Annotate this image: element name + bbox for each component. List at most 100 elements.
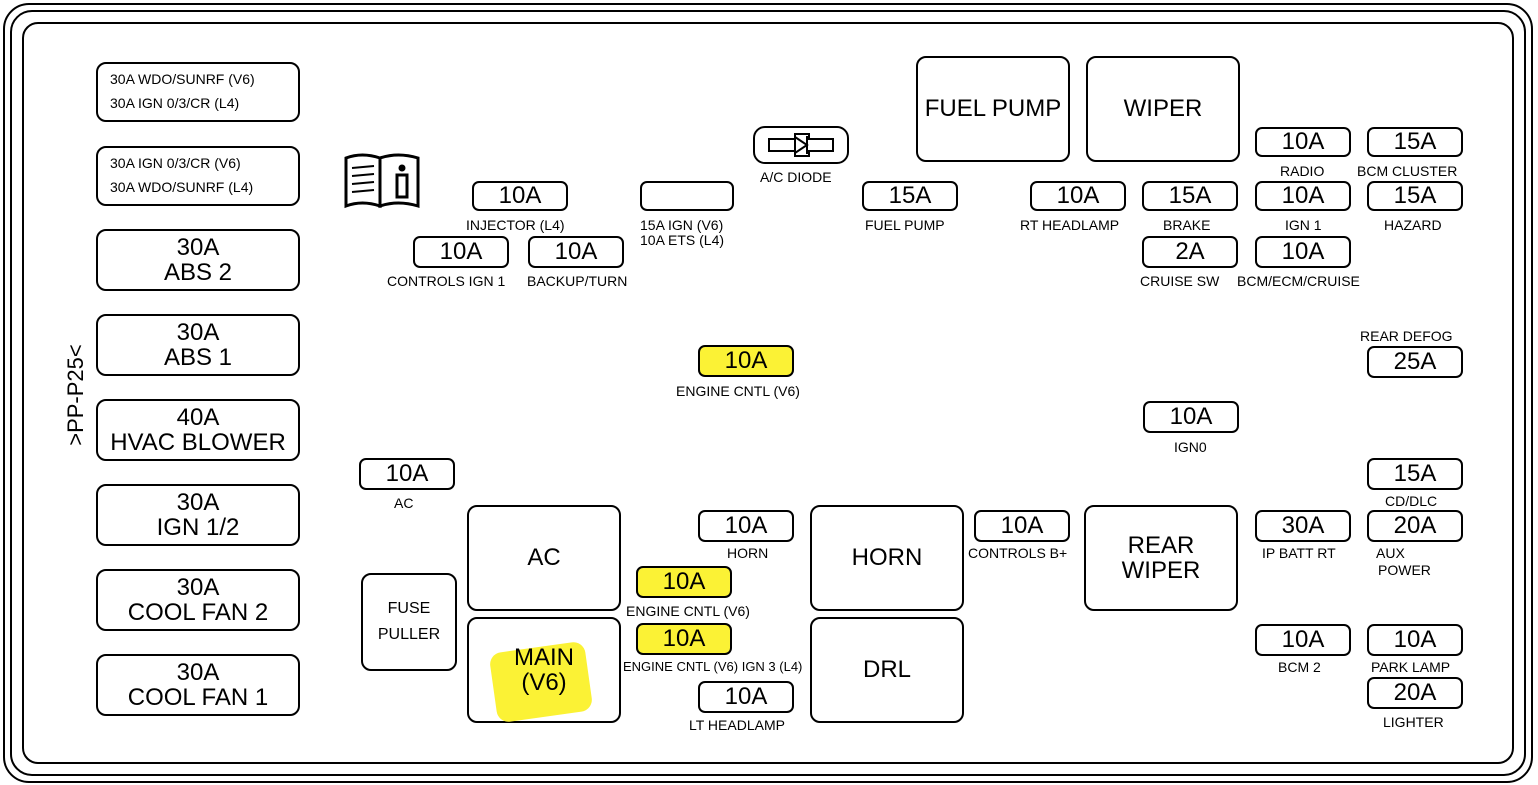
fuse-radio: 10A <box>1255 127 1351 157</box>
fuse-puller-line2: PULLER <box>377 626 441 643</box>
fuse-cd-dlc-rating: 15A <box>1393 460 1437 487</box>
left-fuse-hvac: 40A HVAC BLOWER <box>96 399 300 461</box>
relay-fuel-pump-label: FUEL PUMP <box>924 95 1062 123</box>
relay-wiper-label: WIPER <box>1123 95 1203 123</box>
fuse-ign0: 10A <box>1143 401 1239 433</box>
fuse-injector-rating: 10A <box>498 182 542 209</box>
fuse-bcm-cluster: 15A <box>1367 127 1463 157</box>
relay-wiper: WIPER <box>1086 56 1240 162</box>
left-fuse-abs2-rating: 30A <box>176 233 220 261</box>
fuse-ac-rating: 10A <box>385 460 429 487</box>
fuse-hazard: 15A <box>1367 181 1463 211</box>
fuse-lt-headlamp-rating: 10A <box>724 683 768 710</box>
fuse-radio-rating: 10A <box>1281 128 1325 155</box>
left-fuse-2-line1: 30A IGN 0/3/CR (V6) <box>110 155 241 172</box>
fuse-injector: 10A <box>472 181 568 211</box>
relay-main-line2: (V6) <box>521 669 567 696</box>
fuse-brake: 15A <box>1142 181 1238 211</box>
fuse-aux-power-rating: 20A <box>1393 512 1437 539</box>
middle-frame <box>10 10 1526 776</box>
fuse-fuel-pump-rating: 15A <box>888 182 932 209</box>
left-fuse-1-line2: 30A IGN 0/3/CR (L4) <box>110 95 240 111</box>
fuse-engine-cntl-low: 10A <box>636 566 732 598</box>
fuse-ac-label: AC <box>394 495 414 511</box>
left-fuse-coolfan1-rating: 30A <box>176 658 220 686</box>
fuse-brake-label: BRAKE <box>1163 217 1211 233</box>
fuse-engine-cntl-ign3-rating: 10A <box>662 625 706 652</box>
fuse-lt-headlamp-label: LT HEADLAMP <box>689 717 785 733</box>
fuse-engine-cntl-mid-label: ENGINE CNTL (V6) <box>676 383 800 399</box>
fuse-controls-bplus: 10A <box>974 510 1070 542</box>
fuse-horn: 10A <box>698 510 794 542</box>
fuse-engine-cntl-mid-rating: 10A <box>724 347 768 374</box>
fuse-controls-ign1-label: CONTROLS IGN 1 <box>387 273 506 289</box>
fuse-lighter-rating: 20A <box>1393 679 1437 706</box>
fuse-bcm-ecm-cruise-rating: 10A <box>1281 238 1325 265</box>
side-part-label: >PP-P25< <box>63 344 88 446</box>
inner-frame <box>22 22 1514 764</box>
fuse-aux-power-label-2: POWER <box>1378 562 1431 578</box>
fuse-puller-line1: FUSE <box>387 600 431 618</box>
left-fuse-coolfan2-label: COOL FAN 2 <box>127 599 269 626</box>
relay-rear-wiper: REAR WIPER <box>1084 505 1238 611</box>
left-fuse-abs2: 30A ABS 2 <box>96 229 300 291</box>
fuse-cruise-sw-label: CRUISE SW <box>1140 273 1220 289</box>
fuse-bcm-cluster-rating: 15A <box>1393 128 1437 155</box>
left-fuse-ign12-label: IGN 1/2 <box>156 514 240 541</box>
fuse-controls-ign1: 10A <box>413 236 509 268</box>
left-fuse-coolfan2: 30A COOL FAN 2 <box>96 569 300 631</box>
fuse-ip-batt-rt: 30A <box>1255 510 1351 542</box>
fuse-horn-label: HORN <box>727 545 769 561</box>
left-fuse-2-line2: 30A WDO/SUNRF (L4) <box>110 179 254 195</box>
left-fuse-abs1: 30A ABS 1 <box>96 314 300 376</box>
fuse-lighter: 20A <box>1367 677 1463 709</box>
left-fuse-ign12: 30A IGN 1/2 <box>96 484 300 546</box>
spare-slot-label-1: 15A IGN (V6) <box>640 217 724 233</box>
fuse-controls-bplus-label: CONTROLS B+ <box>968 545 1068 561</box>
fuse-bcm2: 10A <box>1255 624 1351 656</box>
relay-ac: AC <box>467 505 621 611</box>
left-fuse-1-line1: 30A WDO/SUNRF (V6) <box>110 71 255 88</box>
fuse-ip-batt-rt-label: IP BATT RT <box>1262 545 1336 561</box>
left-fuse-hvac-rating: 40A <box>176 403 220 431</box>
fuse-cruise-sw: 2A <box>1142 236 1238 268</box>
fuse-engine-cntl-low-label: ENGINE CNTL (V6) <box>626 603 750 619</box>
relay-ac-label: AC <box>527 544 561 572</box>
left-fuse-1: 30A WDO/SUNRF (V6) 30A IGN 0/3/CR (L4) <box>96 62 300 122</box>
fuse-puller: FUSE PULLER <box>361 573 457 671</box>
fuse-ign1-rating: 10A <box>1281 182 1325 209</box>
spare-slot-label-2: 10A ETS (L4) <box>640 232 725 248</box>
fuse-engine-cntl-low-rating: 10A <box>662 568 706 595</box>
fuse-cruise-sw-rating: 2A <box>1175 238 1205 265</box>
ac-diode-label: A/C DIODE <box>760 169 832 185</box>
relay-main: MAIN (V6) <box>467 617 621 724</box>
relay-fuel-pump: FUEL PUMP <box>916 56 1070 162</box>
relay-rear-wiper-line2: WIPER <box>1121 557 1201 584</box>
fuse-lighter-label: LIGHTER <box>1383 714 1444 730</box>
relay-rear-wiper-line1: REAR <box>1127 531 1195 559</box>
fuse-bcm2-label: BCM 2 <box>1278 659 1321 675</box>
left-fuse-hvac-label: HVAC BLOWER <box>110 429 286 456</box>
fuse-lt-headlamp: 10A <box>698 681 794 713</box>
fuse-hazard-rating: 15A <box>1393 182 1437 209</box>
fuse-injector-label: INJECTOR (L4) <box>466 217 565 233</box>
fuse-rear-defog-rating: 25A <box>1393 348 1437 375</box>
fuse-backup-turn-label: BACKUP/TURN <box>527 273 628 289</box>
fuse-rt-headlamp: 10A <box>1030 181 1126 211</box>
diode-icon <box>768 133 834 157</box>
fuse-bcm2-rating: 10A <box>1281 626 1325 653</box>
fuse-controls-ign1-rating: 10A <box>439 238 483 265</box>
fuse-park-lamp-rating: 10A <box>1393 626 1437 653</box>
fuse-brake-rating: 15A <box>1168 182 1212 209</box>
fuse-bcm-cluster-label: BCM CLUSTER <box>1357 163 1458 179</box>
left-fuse-2: 30A IGN 0/3/CR (V6) 30A WDO/SUNRF (L4) <box>96 146 300 206</box>
fuse-aux-power-label-1: AUX <box>1376 545 1405 561</box>
fuse-ign1: 10A <box>1255 181 1351 211</box>
outer-frame <box>3 3 1533 783</box>
fuse-park-lamp-label: PARK LAMP <box>1371 659 1451 675</box>
ac-diode <box>753 126 849 164</box>
relay-drl: DRL <box>810 617 964 723</box>
fuse-radio-label: RADIO <box>1280 163 1325 179</box>
fuse-ign0-label: IGN0 <box>1174 439 1207 455</box>
fuse-bcm-ecm-cruise: 10A <box>1255 236 1351 268</box>
